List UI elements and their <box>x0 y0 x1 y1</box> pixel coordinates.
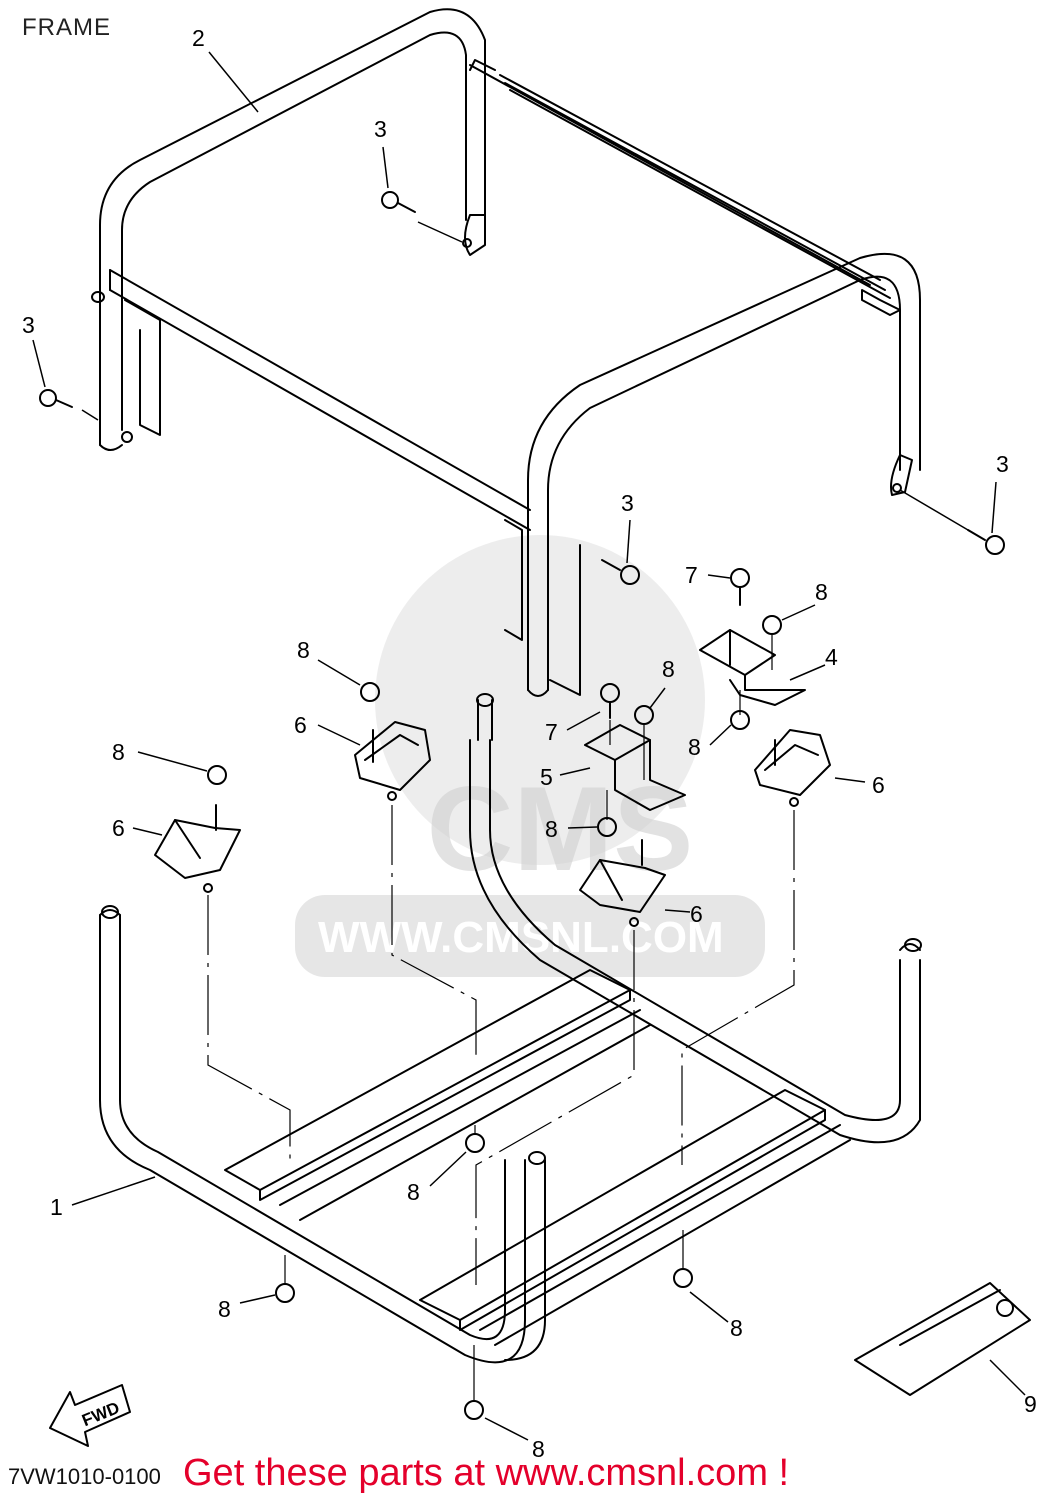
watermark-url: WWW.CMSNL.COM <box>318 913 724 962</box>
promo-text[interactable]: Get these parts at www.cmsnl.com ! <box>183 1452 790 1494</box>
fwd-arrow-icon <box>49 1384 131 1447</box>
callout-7: 7 <box>545 719 558 745</box>
callout-8: 8 <box>407 1179 420 1205</box>
callout-8: 8 <box>532 1436 545 1462</box>
callout-8: 8 <box>662 656 675 682</box>
callout-9: 9 <box>1024 1391 1037 1417</box>
callout-labels: 2 3 3 3 3 7 8 4 8 8 6 7 8 5 6 8 6 8 6 1 … <box>22 25 1037 1462</box>
callout-6: 6 <box>294 712 307 738</box>
callout-7: 7 <box>685 562 698 588</box>
bracket-part-5 <box>584 724 686 811</box>
diagram-code: 7VW1010-0100 <box>8 1464 161 1489</box>
callout-8: 8 <box>297 637 310 663</box>
bracket-part-4 <box>699 629 806 706</box>
callout-6: 6 <box>112 815 125 841</box>
callout-3: 3 <box>621 490 634 516</box>
callout-8: 8 <box>730 1315 743 1341</box>
bolt-part-3-a <box>381 191 416 213</box>
bolt-part-3-d <box>967 529 1005 555</box>
callout-1: 1 <box>50 1194 63 1220</box>
rubber-mount-part-6-d <box>579 859 666 927</box>
callout-8: 8 <box>112 739 125 765</box>
rubber-mount-part-6-b <box>154 819 241 893</box>
callout-8: 8 <box>688 734 701 760</box>
callout-3: 3 <box>374 116 387 142</box>
bolt-part-3-c <box>601 559 640 585</box>
cms-watermark: WWW.CMSNL.COM CMS <box>295 535 765 977</box>
watermark-brand: CMS <box>427 762 694 896</box>
leader-lines <box>32 51 1026 1441</box>
lower-frame-part-1 <box>99 693 922 1364</box>
rubber-mount-part-6-c <box>754 729 831 807</box>
callout-6: 6 <box>690 901 703 927</box>
callout-8: 8 <box>545 816 558 842</box>
bolt-part-7-b <box>600 683 620 719</box>
page-title: FRAME <box>22 14 111 41</box>
callout-6: 6 <box>872 772 885 798</box>
bag-part-9 <box>854 1282 1031 1396</box>
alignment-lines <box>207 635 795 1400</box>
callout-8: 8 <box>218 1296 231 1322</box>
rubber-mount-part-6-a <box>354 721 431 801</box>
callout-3: 3 <box>996 451 1009 477</box>
callout-8: 8 <box>815 579 828 605</box>
callout-2: 2 <box>192 25 205 51</box>
bolt-part-7-a <box>730 568 750 606</box>
callout-5: 5 <box>540 764 553 790</box>
upper-frame-part-2 <box>91 8 921 697</box>
bolt-part-3-b <box>39 389 73 408</box>
callout-3: 3 <box>22 312 35 338</box>
callout-4: 4 <box>825 644 838 670</box>
